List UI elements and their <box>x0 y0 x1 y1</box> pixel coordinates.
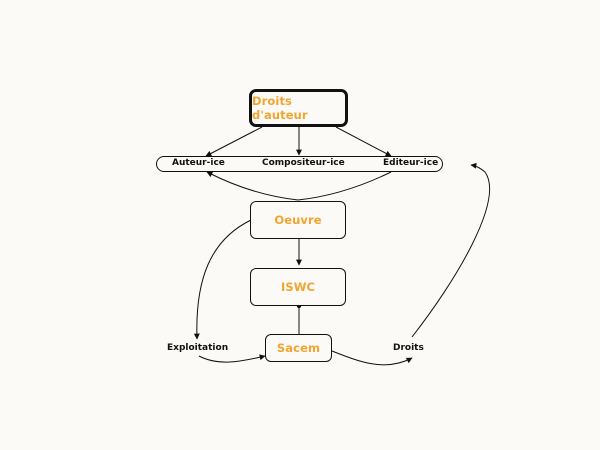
arrow-droits-to-auteur <box>205 126 263 157</box>
arrow-droits-to-bar <box>411 162 490 338</box>
arrow-sacem-to-droits <box>331 350 413 366</box>
sacem-box: Sacem <box>265 334 332 362</box>
arrow-oeuvre-to-editeur <box>297 171 392 201</box>
iswc-label: ISWC <box>280 280 316 294</box>
role-compositeur: Compositeur-ice <box>262 158 345 168</box>
role-auteur: Auteur-ice <box>172 158 225 168</box>
arrow-oeuvre-to-auteur <box>206 171 299 201</box>
roles-bar <box>156 156 443 172</box>
droits-auteur-label: Droits d'auteur <box>252 94 308 122</box>
sacem-label: Sacem <box>276 341 321 355</box>
oeuvre-box: Oeuvre <box>250 201 346 239</box>
oeuvre-label: Oeuvre <box>274 213 322 227</box>
exploitation-label: Exploitation <box>167 343 229 353</box>
role-editeur: Editeur-ice <box>383 158 439 168</box>
arrow-droits-to-editeur <box>335 126 392 157</box>
arrow-exploitation-to-sacem <box>198 354 266 363</box>
iswc-box: ISWC <box>250 268 346 306</box>
droits-label: Droits <box>393 343 424 353</box>
droits-auteur-box: Droits d'auteur <box>249 89 348 127</box>
arrow-oeuvre-to-exploitation <box>193 219 252 340</box>
